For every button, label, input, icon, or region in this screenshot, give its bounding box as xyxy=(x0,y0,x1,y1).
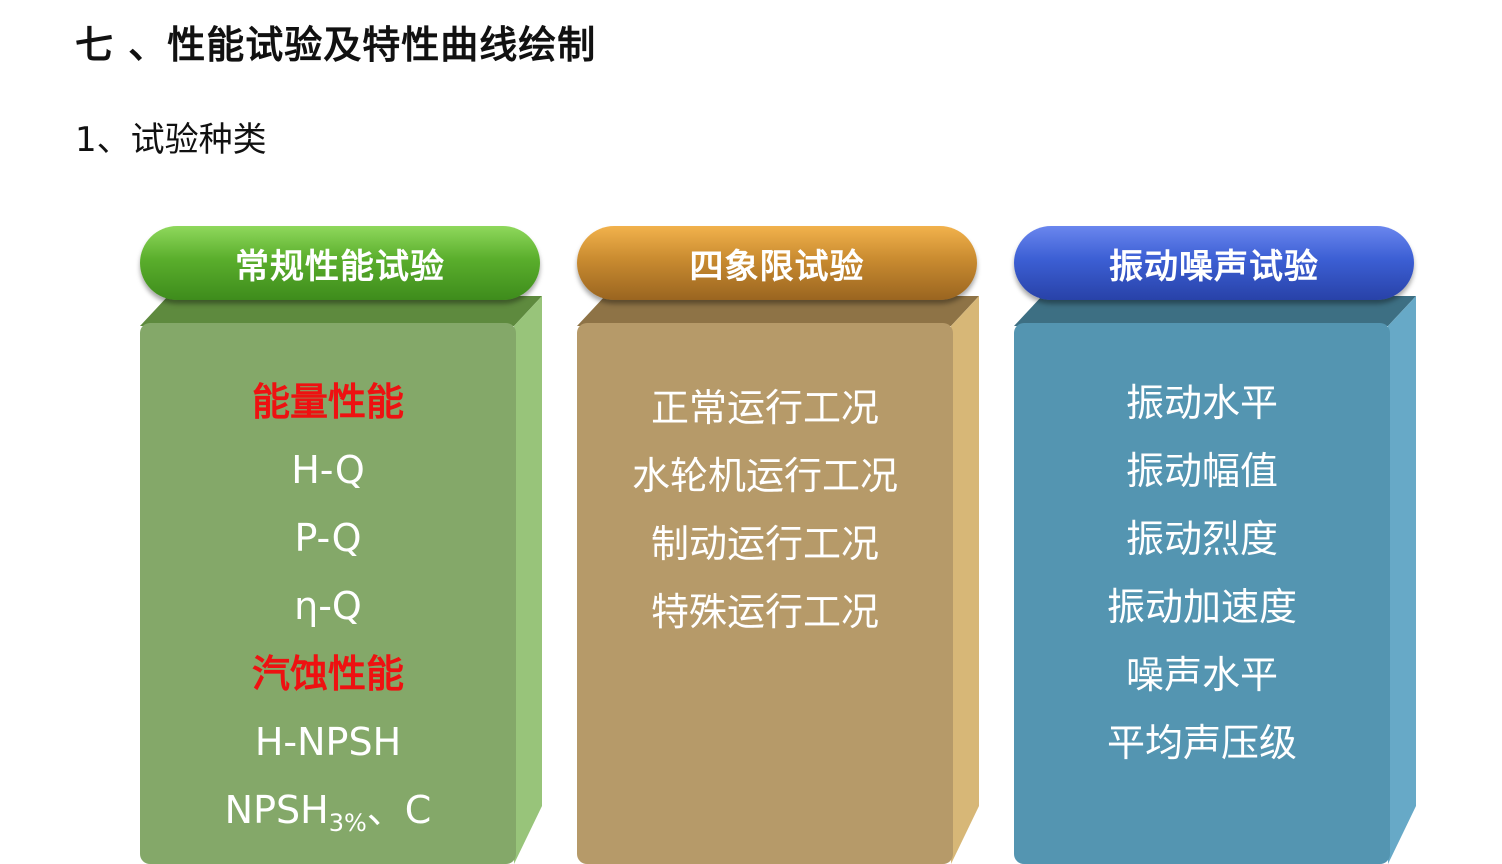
conventional-test-header: 常规性能试验 xyxy=(140,226,540,300)
four-quadrant-test-list: 正常运行工况 水轮机运行工况 制动运行工况 特殊运行工况 xyxy=(577,374,953,646)
list-item: H-Q xyxy=(291,448,365,492)
list-item: 能量性能 xyxy=(251,380,404,424)
four-quadrant-test-panel: 四象限试验 正常运行工况 水轮机运行工况 制动运行工况 特殊运行工况 xyxy=(577,226,979,864)
panel-side-face xyxy=(951,296,979,864)
slide-title: 七 、性能试验及特性曲线绘制 xyxy=(75,23,597,67)
conventional-test-panel: 常规性能试验 能量性能 H-Q P-Q η-Q 汽蚀性能 H-NPSH NPSH… xyxy=(140,226,542,864)
four-quadrant-test-header: 四象限试验 xyxy=(577,226,977,300)
vibration-noise-test-list: 振动水平 振动幅值 振动烈度 振动加速度 噪声水平 平均声压级 xyxy=(1014,369,1390,777)
vibration-noise-test-header: 振动噪声试验 xyxy=(1014,226,1414,300)
npsh-subscript: 3% xyxy=(328,809,367,837)
panel-side-face xyxy=(514,296,542,864)
list-item: 噪声水平 xyxy=(1125,653,1278,697)
list-item: 平均声压级 xyxy=(1106,721,1297,765)
conventional-test-list: 能量性能 H-Q P-Q η-Q 汽蚀性能 H-NPSH NPSH3%、C xyxy=(140,368,516,844)
slide-subtitle: 1、试验种类 xyxy=(75,120,267,160)
list-item: 特殊运行工况 xyxy=(650,590,879,634)
list-item: 制动运行工况 xyxy=(650,522,879,566)
panel-top-face xyxy=(1014,296,1416,326)
panel-top-face xyxy=(140,296,542,326)
list-item: 振动水平 xyxy=(1125,381,1278,425)
list-item: 振动烈度 xyxy=(1125,517,1278,561)
panel-front-face xyxy=(1014,323,1390,864)
list-item: 汽蚀性能 xyxy=(251,652,404,696)
list-item: P-Q xyxy=(294,516,362,560)
panel-front-face xyxy=(140,323,516,864)
list-item: NPSH3%、C xyxy=(140,776,516,844)
npsh-tail: 、C xyxy=(366,788,432,832)
panel-front-face xyxy=(577,323,953,864)
list-item: 水轮机运行工况 xyxy=(631,454,898,498)
list-item: H-NPSH xyxy=(254,720,402,764)
panel-top-face xyxy=(577,296,979,326)
list-item: 振动幅值 xyxy=(1125,449,1278,493)
list-item: 振动加速度 xyxy=(1106,585,1297,629)
panel-side-face xyxy=(1388,296,1416,864)
list-item: η-Q xyxy=(294,584,362,628)
vibration-noise-test-panel: 振动噪声试验 振动水平 振动幅值 振动烈度 振动加速度 噪声水平 平均声压级 xyxy=(1014,226,1416,864)
list-item: 正常运行工况 xyxy=(650,386,879,430)
npsh-label: NPSH xyxy=(224,788,329,832)
